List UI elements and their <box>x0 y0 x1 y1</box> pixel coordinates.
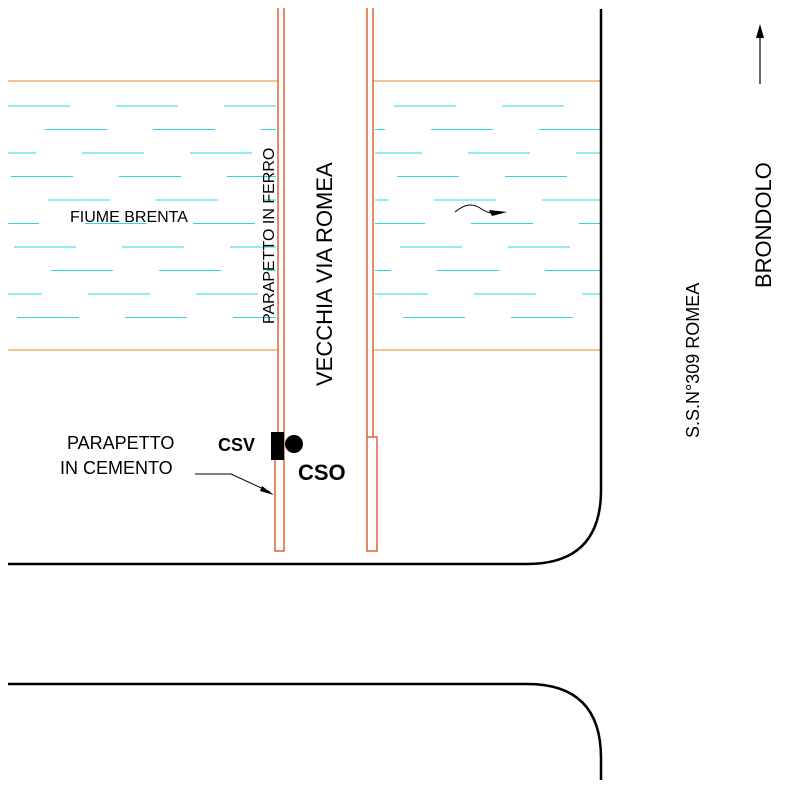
direction-label: BRONDOLO <box>751 162 776 288</box>
road-edge-upper <box>8 9 603 566</box>
cso-circle-marker <box>285 435 303 453</box>
concrete-railing-leader <box>195 473 274 495</box>
road-edges <box>8 9 603 780</box>
river-label: FIUME BRENTA <box>70 209 188 226</box>
state-road-label: S.S.N°309 ROMEA <box>683 283 703 438</box>
iron-railing-label: PARAPETTO IN FERRO <box>261 148 278 324</box>
railing-right-concrete <box>366 436 378 552</box>
csv-square-marker <box>271 432 284 460</box>
cso-label: CSO <box>298 460 346 485</box>
riverbanks <box>8 80 601 351</box>
flow-arrow-icon <box>454 204 507 216</box>
csv-label: CSV <box>218 435 255 455</box>
river-water-hatch <box>8 105 601 318</box>
concrete-railing-label-line2: IN CEMENTO <box>60 458 173 478</box>
old-road-label: VECCHIA VIA ROMEA <box>312 162 337 386</box>
concrete-railing-label-line1: PARAPETTO <box>67 433 174 453</box>
bridge-railings <box>274 8 378 552</box>
road-edge-lower <box>8 682 603 780</box>
direction-arrow-icon <box>756 24 764 84</box>
